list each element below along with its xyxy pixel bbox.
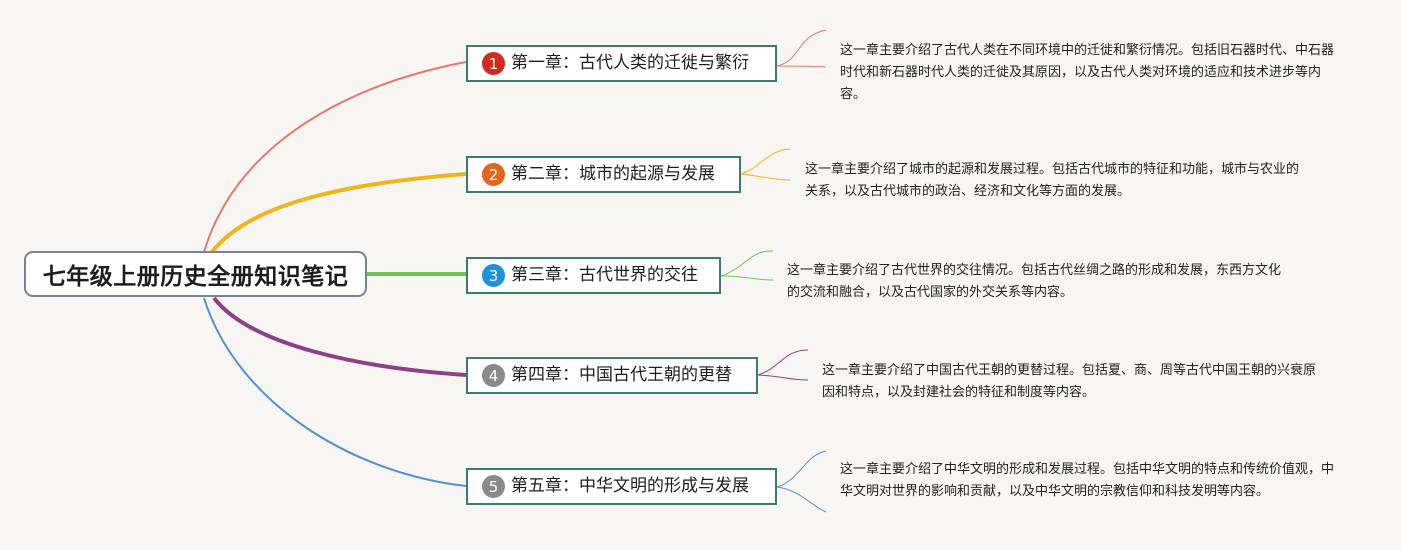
branch-line-chapter-4	[212, 296, 467, 377]
number-badge: 4	[482, 364, 505, 387]
chapter-title: 第五章：中华文明的形成与发展	[511, 476, 749, 496]
chapter-node-5[interactable]: 5 第五章：中华文明的形成与发展	[466, 468, 777, 505]
chapter-title: 第四章：中国古代王朝的更替	[511, 365, 732, 385]
number-badge: 5	[482, 475, 505, 498]
bracket-chapter-2	[740, 148, 791, 181]
bracket-chapter-4	[757, 349, 809, 381]
branch-line-chapter-2	[210, 172, 467, 254]
chapter-title: 第二章：城市的起源与发展	[511, 164, 715, 184]
root-title: 七年级上册历史全册知识笔记	[42, 264, 349, 290]
chapter-node-4[interactable]: 4 第四章：中国古代王朝的更替	[466, 357, 758, 394]
branch-line-chapter-1	[203, 61, 467, 253]
chapter-5-description: 这一章主要介绍了中华文明的形成和发展过程。包括中华文明的特点和传统价值观，中华文…	[840, 462, 1335, 499]
chapter-title: 第三章：古代世界的交往	[511, 265, 698, 285]
root-topic[interactable]: 七年级上册历史全册知识笔记	[24, 251, 367, 297]
chapter-node-2[interactable]: 2 第二章：城市的起源与发展	[466, 156, 741, 193]
bracket-chapter-1	[776, 29, 827, 68]
chapter-4-description: 这一章主要介绍了中国古代王朝的更替过程。包括夏、商、周等古代中国王朝的兴衰原因和…	[822, 363, 1317, 400]
chapter-3-description: 这一章主要介绍了古代世界的交往情况。包括古代丝绸之路的形成和发展，东西方文化的交…	[787, 263, 1282, 300]
chapter-node-3[interactable]: 3 第三章：古代世界的交往	[466, 257, 721, 294]
chapter-2-description: 这一章主要介绍了城市的起源和发展过程。包括古代城市的特征和功能，城市与农业的关系…	[805, 162, 1300, 199]
bracket-chapter-5	[776, 450, 827, 513]
branch-line-chapter-5	[203, 297, 467, 487]
chapter-1-description: 这一章主要介绍了古代人类在不同环境中的迁徙和繁衍情况。包括旧石器时代、中石器时代…	[840, 43, 1335, 102]
chapter-node-1[interactable]: 1 第一章：古代人类的迁徙与繁衍	[466, 45, 777, 82]
number-badge: 2	[482, 163, 505, 186]
chapter-title: 第一章：古代人类的迁徙与繁衍	[511, 53, 749, 73]
number-badge: 3	[482, 264, 505, 287]
number-badge: 1	[482, 52, 505, 75]
bracket-chapter-3	[720, 250, 774, 281]
